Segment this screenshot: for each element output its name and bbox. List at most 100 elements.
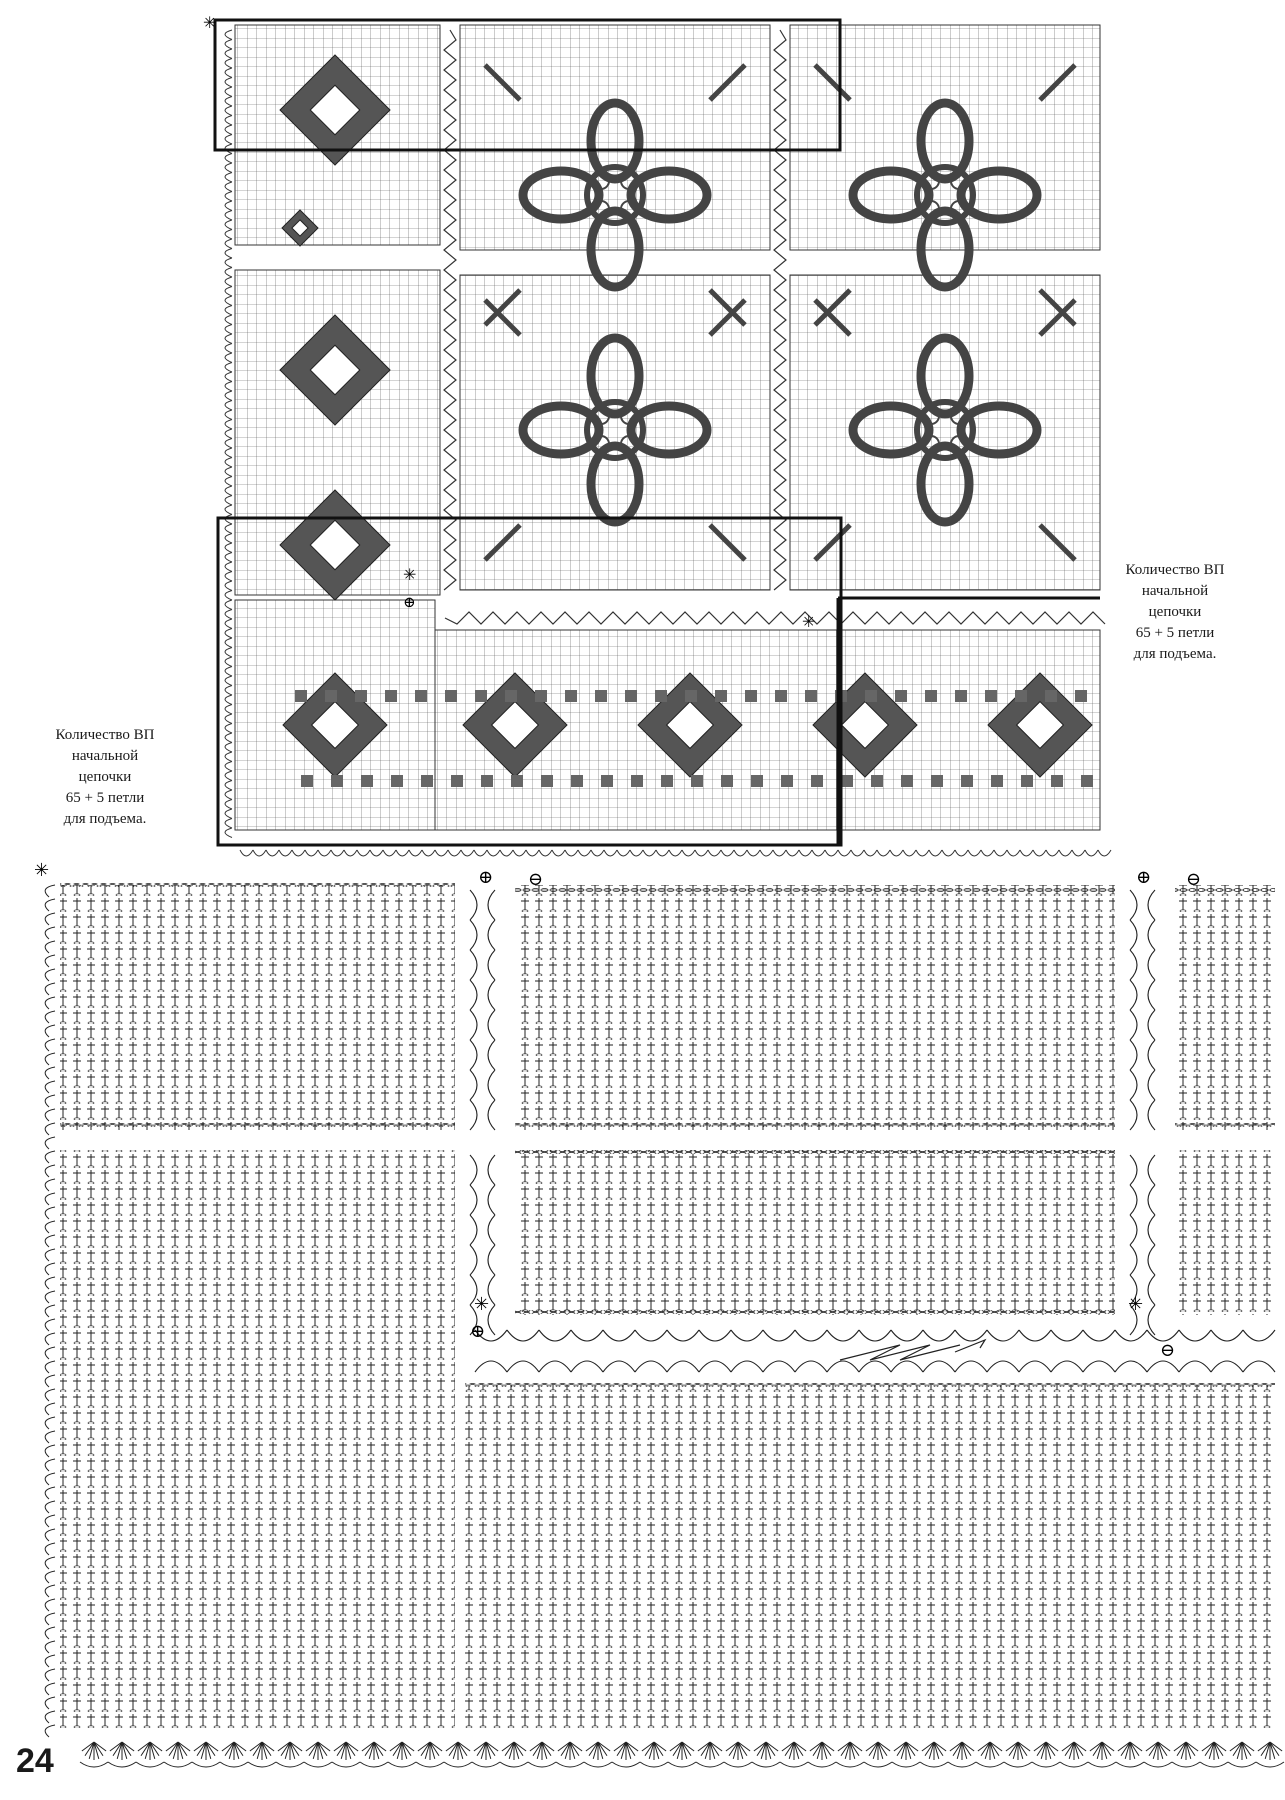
edge-arcs bbox=[44, 884, 56, 1738]
band-dot bbox=[541, 775, 553, 787]
band-dot bbox=[421, 775, 433, 787]
quatrefoil-motif bbox=[708, 298, 747, 337]
band-dot bbox=[1075, 690, 1087, 702]
fan bbox=[1089, 1741, 1115, 1760]
quatrefoil-motif bbox=[916, 206, 974, 292]
repeat-frame-bottom bbox=[216, 516, 843, 847]
fan-arc bbox=[79, 1761, 109, 1768]
quatrefoil-motif bbox=[708, 288, 747, 327]
quatrefoil-motif bbox=[922, 407, 940, 425]
edge-arcs bbox=[224, 29, 1112, 857]
fan-arc bbox=[835, 1761, 865, 1768]
start-marker: ✳ bbox=[802, 614, 815, 631]
quatrefoil-motif bbox=[620, 435, 638, 453]
quatrefoil-motif bbox=[950, 172, 968, 190]
edge-arc-path bbox=[239, 849, 1112, 857]
band-dot bbox=[865, 690, 877, 702]
quatrefoil-motif bbox=[922, 172, 940, 190]
symbol-block-mid-top bbox=[515, 885, 1115, 1130]
fan bbox=[1145, 1741, 1171, 1760]
fan bbox=[501, 1741, 527, 1760]
filet-chart: ✳ ✳ ⊕ ✳ bbox=[203, 15, 1112, 857]
symbol-block-left-long bbox=[60, 1150, 455, 1730]
band-dot bbox=[991, 775, 1003, 787]
fan-arc bbox=[751, 1761, 781, 1768]
chain-count-note-left: Количество ВП начальной цепочки 65 + 5 п… bbox=[55, 727, 155, 827]
fan-arc bbox=[779, 1761, 809, 1768]
band-dot bbox=[385, 690, 397, 702]
start-marker: ✳ bbox=[403, 567, 416, 584]
fan-arc bbox=[555, 1761, 585, 1768]
symbol-block-left-top bbox=[60, 885, 455, 1130]
scallop-column bbox=[469, 1154, 496, 1336]
fan bbox=[753, 1741, 779, 1760]
fan-arc bbox=[667, 1761, 697, 1768]
fan-arc bbox=[1059, 1761, 1089, 1768]
quatrefoil-motif bbox=[586, 98, 644, 184]
quatrefoil-motif bbox=[1038, 523, 1077, 562]
fan-arc bbox=[919, 1761, 949, 1768]
fan bbox=[1229, 1741, 1255, 1760]
quatrefoil-motif bbox=[584, 164, 646, 226]
quatrefoil-motif bbox=[1038, 63, 1077, 102]
border-motif bbox=[309, 519, 361, 571]
quatrefoil-motif bbox=[518, 166, 604, 224]
fan bbox=[949, 1741, 975, 1760]
band-dot bbox=[985, 690, 997, 702]
quatrefoil-motif bbox=[592, 435, 610, 453]
quatrefoil-motif bbox=[518, 401, 604, 459]
band-dot bbox=[445, 690, 457, 702]
band-dot bbox=[721, 775, 733, 787]
symbol-chart: ✳ ⊕ ⊖ ⊕ ⊖ ✳ ⊕ ✳ ⊖ bbox=[34, 860, 1285, 1768]
fan-arc bbox=[163, 1761, 193, 1768]
fan bbox=[1173, 1741, 1199, 1760]
fan-arc bbox=[611, 1761, 641, 1768]
fan bbox=[837, 1741, 863, 1760]
band-dot bbox=[955, 690, 967, 702]
quatrefoil-motif bbox=[620, 200, 638, 218]
band-dot bbox=[631, 775, 643, 787]
symbol-block-right bbox=[1175, 1150, 1275, 1315]
band-dot bbox=[691, 775, 703, 787]
fan-arc bbox=[947, 1761, 977, 1768]
quatrefoil-motif bbox=[483, 298, 522, 337]
band-dot bbox=[841, 775, 853, 787]
bottom-fan-edge bbox=[79, 1741, 1285, 1768]
motif-square-top-1 bbox=[459, 24, 771, 251]
band-dot bbox=[505, 690, 517, 702]
fan bbox=[1201, 1741, 1227, 1760]
fan-arc bbox=[499, 1761, 529, 1768]
fan bbox=[893, 1741, 919, 1760]
band-dot bbox=[775, 690, 787, 702]
fan bbox=[669, 1741, 695, 1760]
quatrefoil-motif bbox=[483, 288, 522, 327]
plus-marker: ⊕ bbox=[470, 1321, 485, 1341]
band-dot bbox=[661, 775, 673, 787]
scallop-row bbox=[474, 1329, 1276, 1373]
band-dot bbox=[475, 690, 487, 702]
quatrefoil-motif bbox=[950, 200, 968, 218]
fan-arc bbox=[1115, 1761, 1145, 1768]
fan-arc bbox=[891, 1761, 921, 1768]
band-dot bbox=[295, 690, 307, 702]
band-dot bbox=[1045, 690, 1057, 702]
border-motif bbox=[309, 344, 361, 396]
fan bbox=[361, 1741, 387, 1760]
quatrefoil-motif bbox=[914, 164, 976, 226]
quatrefoil-motif bbox=[922, 200, 940, 218]
fan bbox=[1005, 1741, 1031, 1760]
band-dot bbox=[715, 690, 727, 702]
band-dot bbox=[1021, 775, 1033, 787]
chain-count-note-right: Количество ВП начальной цепочки 65 + 5 п… bbox=[1125, 562, 1225, 662]
band-dot bbox=[961, 775, 973, 787]
band-dot bbox=[625, 690, 637, 702]
quatrefoil-motif bbox=[626, 401, 712, 459]
fan bbox=[389, 1741, 415, 1760]
band-motif bbox=[665, 700, 715, 750]
fan bbox=[529, 1741, 555, 1760]
band-dot bbox=[571, 775, 583, 787]
fan-arc bbox=[1143, 1761, 1173, 1768]
symbol-block-bottom bbox=[465, 1385, 1275, 1730]
scallop-column bbox=[1129, 1154, 1156, 1336]
